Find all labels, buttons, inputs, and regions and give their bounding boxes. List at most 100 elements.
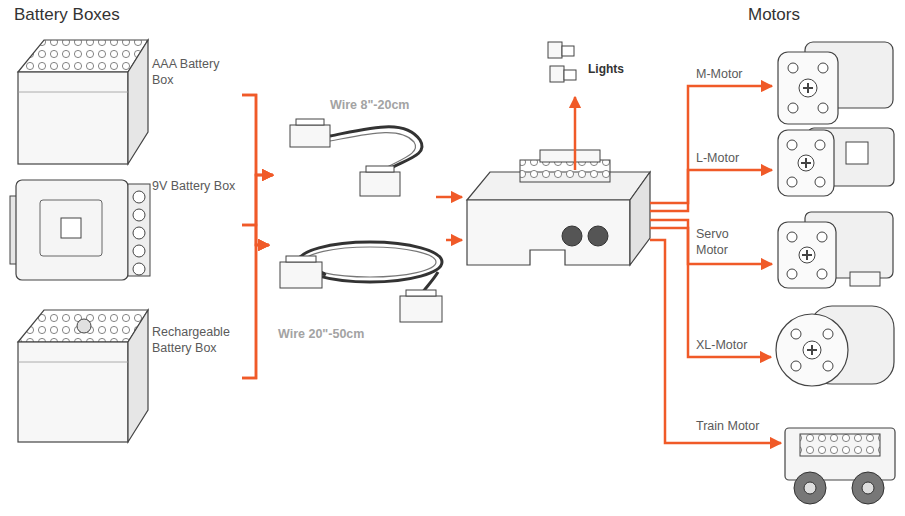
- battery-box: Rechargeable Battery Box: [12, 300, 242, 460]
- part-label: L-Motor: [696, 150, 770, 166]
- short-wire-picture: [330, 133, 416, 172]
- l-motor-picture: [815, 177, 825, 187]
- 9v-battery-box-picture: [16, 180, 128, 280]
- 9v-battery-box-picture: [128, 184, 150, 276]
- short-wire-picture: [290, 125, 330, 147]
- lights-picture: [548, 42, 562, 58]
- rechargeable-battery-box-picture: [77, 319, 91, 333]
- 9v-battery-box-picture: [61, 218, 81, 238]
- power-hub-picture: [520, 160, 610, 182]
- long-wire-picture: [406, 290, 436, 296]
- servo-motor-picture: [817, 269, 827, 279]
- hub-arrow: [436, 196, 462, 199]
- long-wire-picture: [280, 262, 322, 288]
- xl-motor-picture: [776, 306, 894, 386]
- battery-box: AAA Battery Box: [12, 28, 242, 173]
- lights-picture: [562, 46, 574, 56]
- 9v-battery-box-picture: [133, 191, 145, 203]
- part-label: Train Motor: [696, 418, 770, 434]
- servo-motor-picture: [787, 269, 797, 279]
- servo-motor-picture: [802, 250, 812, 260]
- short-wire-picture: [330, 127, 422, 172]
- aaa-battery-box-picture: [18, 40, 148, 72]
- rechargeable-battery-box-picture: [18, 310, 148, 342]
- power-arrow: [242, 95, 273, 175]
- short-wire-picture: [290, 119, 422, 196]
- power-hub-picture: [562, 226, 582, 246]
- short-wire-picture: [366, 166, 394, 172]
- motor-part: Train Motor: [692, 408, 900, 512]
- rechargeable-battery-box-picture: [18, 362, 128, 363]
- lights-picture: [564, 70, 576, 80]
- section-heading: Motors: [748, 5, 800, 25]
- m-motor-picture: [818, 103, 828, 113]
- lights-picture: [548, 42, 576, 82]
- long-wire-picture: [280, 242, 442, 322]
- section-heading: Battery Boxes: [14, 5, 120, 25]
- xl-motor-picture: [807, 345, 817, 355]
- l-motor-picture: [846, 142, 868, 164]
- power-hub-picture: [467, 150, 650, 265]
- xl-motor-picture: [823, 329, 833, 339]
- part-label: Rechargeable Battery Box: [152, 324, 240, 356]
- hub-arrow: [650, 86, 772, 203]
- rechargeable-battery-box-picture: [128, 310, 148, 442]
- power-arrow: [242, 175, 273, 225]
- lights-part: Lights: [540, 34, 640, 92]
- part-label: Wire 8"-20cm: [330, 97, 409, 113]
- power-hub-picture: [630, 172, 650, 265]
- wire-part: Wire 8"-20cm: [274, 94, 432, 206]
- l-motor-picture: [778, 130, 834, 196]
- part-label: Servo Motor: [696, 226, 744, 258]
- train-motor-picture: [852, 472, 884, 504]
- m-motor-picture: [803, 83, 813, 93]
- 9v-battery-box-picture: [133, 245, 145, 257]
- l-motor-picture: [815, 140, 825, 150]
- servo-motor-picture: [850, 272, 880, 286]
- 9v-battery-box-picture: [133, 209, 145, 221]
- servo-motor-picture: [787, 232, 797, 242]
- l-motor-picture: [798, 155, 814, 171]
- l-motor-picture: [787, 140, 797, 150]
- hub-arrow: [446, 239, 462, 242]
- l-motor-picture: [778, 128, 894, 196]
- battery-box: 9V Battery Box: [12, 168, 242, 293]
- aaa-battery-box-picture: [128, 40, 148, 164]
- rechargeable-battery-box-picture: [18, 342, 128, 442]
- power-arrow: [242, 245, 269, 378]
- short-wire-picture: [360, 172, 400, 196]
- l-motor-picture: [801, 158, 811, 168]
- 9v-battery-box-picture: [133, 263, 145, 275]
- short-wire-picture: [296, 119, 324, 125]
- part-label: 9V Battery Box: [152, 178, 236, 194]
- power-arrow: [242, 175, 273, 378]
- aaa-battery-box-picture: [18, 40, 148, 164]
- xl-motor-picture: [776, 314, 848, 386]
- m-motor-picture: [799, 79, 817, 97]
- long-wire-picture: [400, 296, 442, 322]
- power-hub-picture: [540, 150, 600, 162]
- servo-motor-picture: [817, 232, 827, 242]
- servo-motor-picture: [778, 212, 893, 288]
- train-motor-picture: [804, 482, 816, 494]
- part-label: M-Motor: [696, 66, 770, 82]
- part-label: Lights: [588, 62, 624, 77]
- xl-motor-picture: [803, 341, 821, 359]
- motor-part: L-Motor: [692, 118, 900, 202]
- hub-arrow: [650, 240, 781, 443]
- xl-motor-picture: [791, 361, 801, 371]
- 9v-battery-box-picture: [40, 200, 102, 256]
- motor-part: Servo Motor: [692, 204, 900, 296]
- l-motor-picture: [787, 177, 797, 187]
- part-label: XL-Motor: [696, 337, 770, 353]
- train-motor-picture: [794, 472, 826, 504]
- part-label: Wire 20"-50cm: [278, 326, 364, 342]
- servo-motor-picture: [799, 247, 815, 263]
- train-motor-picture: [862, 482, 874, 494]
- train-motor-picture: [785, 428, 895, 480]
- long-wire-picture: [286, 256, 316, 262]
- part-label: AAA Battery Box: [152, 56, 236, 88]
